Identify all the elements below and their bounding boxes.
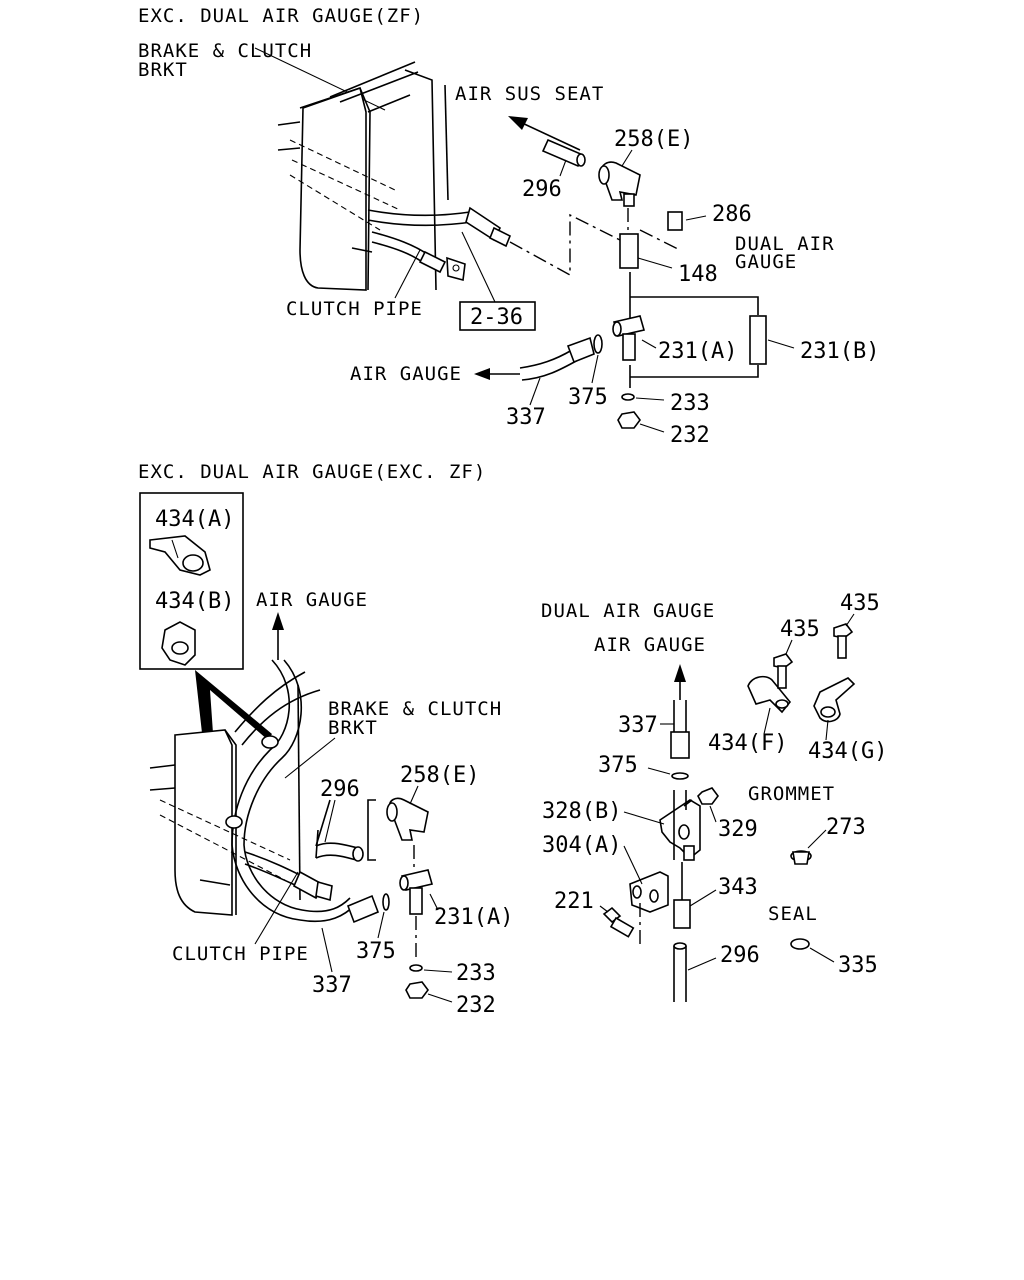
top-air-gauge-label: AIR GAUGE bbox=[350, 363, 462, 385]
right-seal-label: SEAL bbox=[768, 903, 818, 925]
bottom-label-258e: 258(E) bbox=[400, 763, 479, 788]
top-part-148 bbox=[619, 233, 639, 269]
bottom-label-434b: 434(B) bbox=[155, 589, 234, 614]
right-dual-air-gauge-label: DUAL AIR GAUGE bbox=[541, 600, 715, 622]
bottom-label-232: 232 bbox=[456, 993, 496, 1018]
top-label-258e: 258(E) bbox=[614, 127, 693, 152]
top-part-231b bbox=[749, 315, 767, 365]
right-label-296: 296 bbox=[720, 943, 760, 968]
right-label-434g: 434(G) bbox=[808, 739, 887, 764]
dual-gauge-section: DUAL AIR GAUGE AIR GAUGE 337 375 328(B) … bbox=[541, 591, 887, 1002]
top-label-375: 375 bbox=[568, 385, 608, 410]
right-label-329: 329 bbox=[718, 817, 758, 842]
top-label-233: 233 bbox=[670, 391, 710, 416]
right-label-335: 335 bbox=[838, 953, 878, 978]
right-air-gauge-label: AIR GAUGE bbox=[594, 634, 706, 656]
top-label-148: 148 bbox=[678, 262, 718, 287]
bottom-label-337: 337 bbox=[312, 973, 352, 998]
top-elbow-258e bbox=[598, 161, 641, 207]
bottom-brkt-label-line1: BRAKE & CLUTCH bbox=[328, 698, 502, 720]
top-label-286: 286 bbox=[712, 202, 752, 227]
top-air-sus-seat-label: AIR SUS SEAT bbox=[455, 83, 604, 105]
top-label-231b: 231(B) bbox=[800, 339, 879, 364]
right-bolt-435b bbox=[833, 623, 854, 659]
right-label-273: 273 bbox=[826, 815, 866, 840]
top-heading: EXC. DUAL AIR GAUGE(ZF) bbox=[138, 5, 424, 27]
top-washer-233 bbox=[621, 393, 635, 401]
top-part-286 bbox=[667, 211, 683, 231]
bottom-label-233: 233 bbox=[456, 961, 496, 986]
top-ref-box-label: 2-36 bbox=[470, 305, 523, 330]
right-bracket-304a bbox=[629, 871, 669, 913]
top-hose-337 bbox=[519, 349, 573, 369]
right-air-gauge-arrowhead bbox=[674, 664, 686, 682]
bottom-clutch-pipe-label: CLUTCH PIPE bbox=[172, 943, 309, 965]
right-label-375: 375 bbox=[598, 753, 638, 778]
top-air-sus-arrow bbox=[519, 121, 581, 151]
bottom-clip-434b bbox=[161, 621, 196, 666]
top-pipe-296 bbox=[541, 138, 585, 168]
right-bracket-328b bbox=[659, 799, 701, 861]
right-nut-329 bbox=[697, 787, 719, 805]
top-bracket-plate bbox=[299, 86, 367, 291]
right-bolt-435a bbox=[773, 653, 794, 689]
right-grommet-label: GROMMET bbox=[748, 783, 835, 805]
right-seal-335 bbox=[790, 938, 810, 950]
right-label-343: 343 bbox=[718, 875, 758, 900]
top-ref-box bbox=[459, 301, 536, 331]
bottom-tee-231a bbox=[399, 869, 434, 915]
right-clip-434g bbox=[813, 677, 856, 723]
top-air-gauge-arrowhead bbox=[474, 368, 490, 380]
bottom-heading: EXC. DUAL AIR GAUGE(EXC. ZF) bbox=[138, 461, 486, 483]
bottom-label-375: 375 bbox=[356, 939, 396, 964]
bottom-air-gauge-arrowhead bbox=[272, 612, 284, 630]
top-label-296: 296 bbox=[522, 177, 562, 202]
right-label-435b: 435 bbox=[840, 591, 880, 616]
right-gasket-375 bbox=[671, 772, 689, 780]
top-label-231a: 231(A) bbox=[658, 339, 737, 364]
bottom-inset-callout bbox=[195, 670, 272, 762]
top-gasket-375 bbox=[593, 334, 603, 354]
bottom-label-434a: 434(A) bbox=[155, 507, 234, 532]
bottom-label-296: 296 bbox=[320, 777, 360, 802]
right-label-435a: 435 bbox=[780, 617, 820, 642]
bottom-nut-232 bbox=[405, 981, 429, 999]
top-bracket-illustration bbox=[277, 61, 512, 291]
top-route-line bbox=[509, 213, 621, 277]
top-label-337: 337 bbox=[506, 405, 546, 430]
bottom-bracket-illustration bbox=[149, 659, 364, 923]
bottom-brkt-label-line2: BRKT bbox=[328, 717, 378, 739]
top-tee-231a bbox=[612, 315, 646, 361]
right-label-221: 221 bbox=[554, 889, 594, 914]
top-label-232: 232 bbox=[670, 423, 710, 448]
bottom-section: EXC. DUAL AIR GAUGE(EXC. ZF) 434(A) 434(… bbox=[138, 461, 513, 1018]
top-dual-air-label-line1: DUAL AIR bbox=[735, 233, 835, 255]
bottom-washer-233 bbox=[409, 964, 423, 972]
bottom-elbow-258e bbox=[386, 797, 429, 841]
right-grommet-273 bbox=[790, 850, 812, 865]
bottom-gasket-375 bbox=[382, 893, 390, 911]
right-label-328b: 328(B) bbox=[542, 799, 621, 824]
top-clutch-pipe-label: CLUTCH PIPE bbox=[286, 298, 423, 320]
right-label-337: 337 bbox=[618, 713, 658, 738]
right-label-304a: 304(A) bbox=[542, 833, 621, 858]
right-clip-434f bbox=[747, 675, 792, 714]
top-brkt-label-line1: BRAKE & CLUTCH bbox=[138, 40, 312, 62]
top-air-sus-arrowhead bbox=[508, 116, 528, 130]
right-fitting-343 bbox=[673, 899, 691, 929]
top-dual-air-label-line2: GAUGE bbox=[735, 251, 797, 273]
right-bolt-221 bbox=[602, 906, 635, 938]
top-brkt-label-line2: BRKT bbox=[138, 59, 188, 81]
bottom-clip-434a bbox=[149, 535, 211, 576]
bottom-label-231a: 231(A) bbox=[434, 905, 513, 930]
right-label-434f: 434(F) bbox=[708, 731, 787, 756]
bottom-air-gauge-label: AIR GAUGE bbox=[256, 589, 368, 611]
bottom-hose-337-fitting bbox=[346, 894, 380, 924]
top-nut-232 bbox=[617, 411, 641, 429]
top-section: EXC. DUAL AIR GAUGE(ZF) BRAKE & CLUTCH B… bbox=[138, 5, 879, 448]
